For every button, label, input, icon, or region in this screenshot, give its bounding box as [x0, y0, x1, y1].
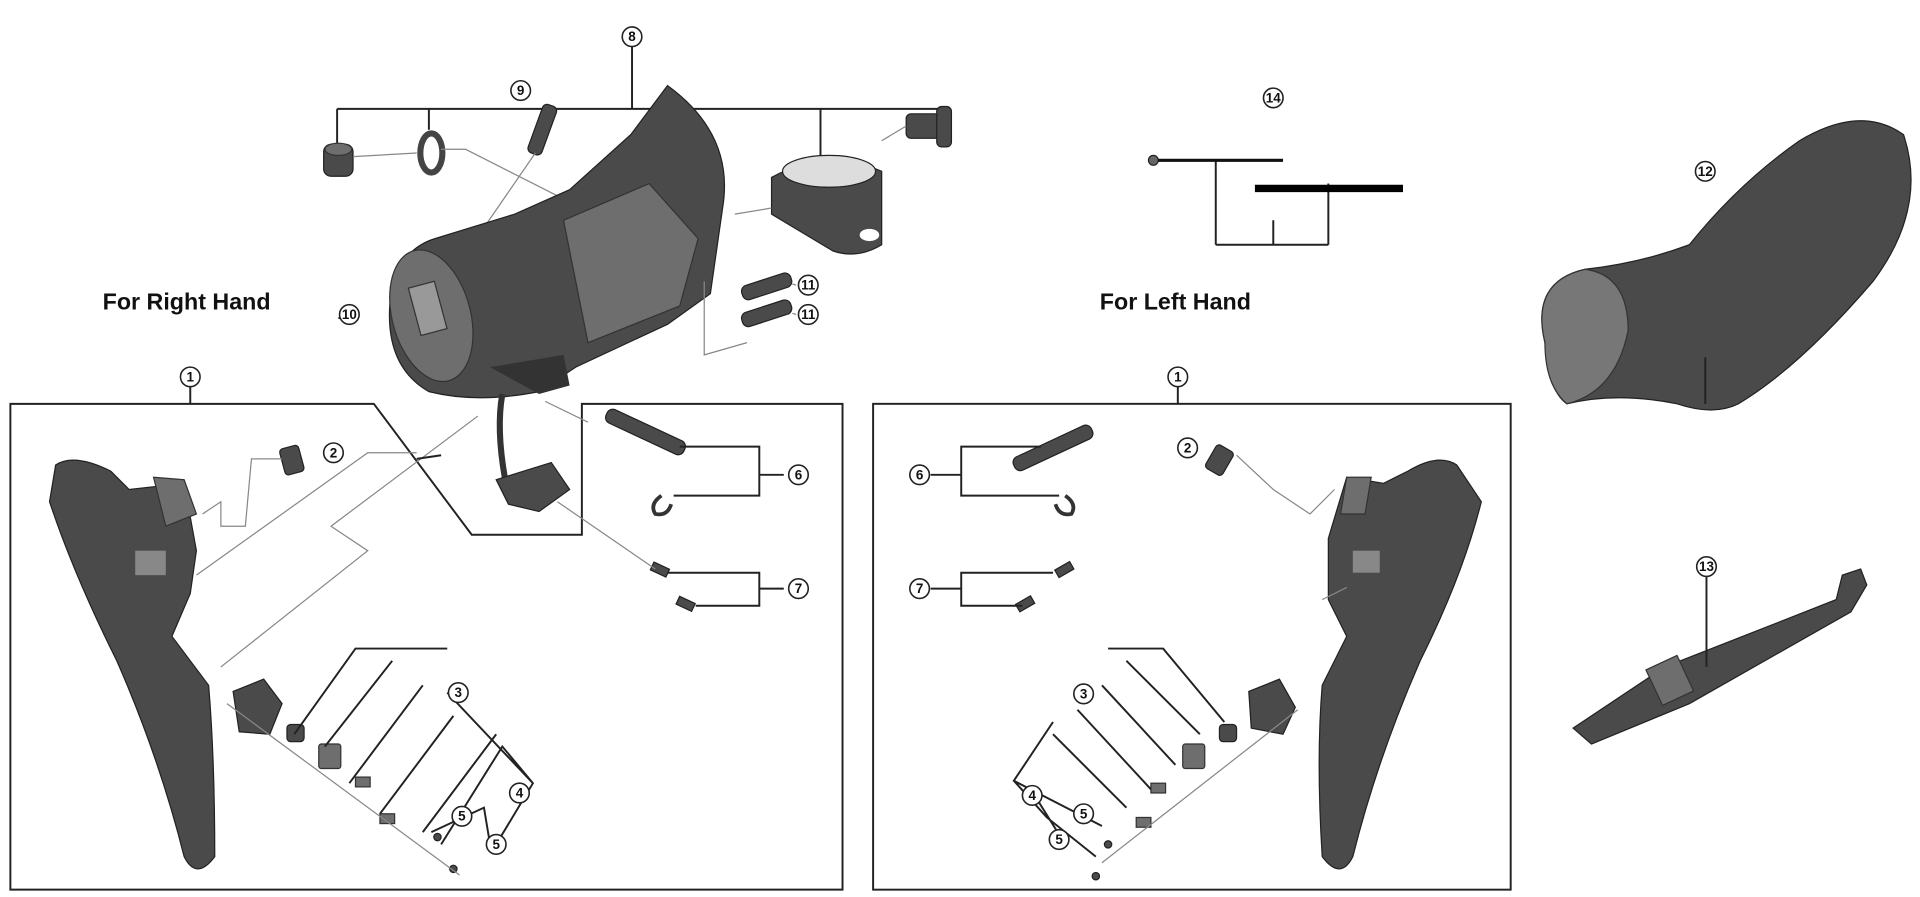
bolt-part-9: [527, 103, 558, 156]
svg-text:2: 2: [1184, 440, 1191, 455]
callout-7-left: 7: [909, 578, 931, 600]
washer: [417, 130, 446, 176]
pin-part-6-right: [604, 408, 687, 456]
right-brake-lever: [48, 459, 216, 870]
callout-11a: 11: [797, 274, 819, 296]
callout-1-right-hand: 1: [179, 366, 201, 388]
svg-text:8: 8: [628, 29, 636, 44]
svg-text:11: 11: [801, 278, 816, 293]
callout-4-left: 4: [1021, 784, 1043, 807]
callout-3-right: 3: [447, 682, 469, 704]
callout-9: 9: [510, 79, 532, 102]
right-lever-internals: [232, 444, 458, 874]
left-hand-lever-box: [872, 402, 1512, 891]
callout-6-right: 6: [787, 464, 810, 486]
callout-12: 12: [1694, 160, 1716, 182]
svg-text:5: 5: [1080, 806, 1088, 821]
end-cap-bolt: [323, 142, 354, 177]
callout-10: 10: [338, 303, 360, 326]
svg-text:3: 3: [455, 685, 462, 700]
shifter-bracket-body: [388, 84, 726, 399]
right-hand-label: For Right Hand: [103, 289, 271, 315]
svg-text:4: 4: [1028, 788, 1036, 803]
hood-cover: [1541, 120, 1912, 411]
switch-cable: [496, 393, 508, 478]
clamp-bolt: [905, 105, 953, 148]
callout-4-right: 4: [508, 782, 531, 804]
left-hand-label: For Left Hand: [1100, 289, 1251, 315]
callout-5a-left: 5: [1073, 803, 1095, 825]
svg-text:1: 1: [1174, 369, 1182, 384]
svg-text:13: 13: [1699, 559, 1714, 574]
callout-6-left: 6: [909, 464, 931, 486]
svg-text:5: 5: [458, 809, 466, 824]
screw-7a-right: [649, 561, 671, 578]
callout-2-left: 2: [1177, 437, 1199, 459]
svg-text:6: 6: [795, 467, 802, 482]
switch-unit: [495, 461, 571, 513]
pins-part-11: [703, 272, 797, 356]
svg-text:6: 6: [916, 467, 923, 482]
callout-1-left-hand: 1: [1167, 366, 1189, 388]
screw-7b-left: [1014, 595, 1036, 613]
callout-11b: 11: [797, 303, 819, 326]
right-hand-lever-box: [9, 402, 844, 891]
handlebar-clamp-band: [770, 154, 883, 255]
pin-part-6-left: [1012, 424, 1094, 472]
tool-part-13: [1572, 568, 1868, 745]
svg-text:1: 1: [187, 369, 195, 384]
callout-14: 14: [1262, 87, 1284, 109]
left-lever-internals: [1091, 444, 1296, 881]
e-clip-right: [651, 494, 673, 517]
svg-text:14: 14: [1266, 90, 1281, 105]
screw-7a-left: [1053, 560, 1075, 579]
left-brake-lever: [1318, 459, 1482, 870]
svg-text:2: 2: [330, 445, 337, 460]
callout-8-bracket: [336, 46, 950, 160]
callout-5b-left: 5: [1048, 828, 1070, 851]
shift-cable-inner: [1147, 154, 1284, 166]
callout-5a-right: 5: [451, 805, 473, 827]
svg-text:12: 12: [1698, 164, 1713, 179]
svg-text:10: 10: [342, 307, 357, 322]
svg-text:9: 9: [517, 83, 524, 98]
svg-text:3: 3: [1080, 686, 1087, 701]
callout-7-right: 7: [787, 578, 810, 600]
callout-8: 8: [621, 26, 643, 48]
callout-5b-right: 5: [485, 833, 507, 855]
callout-13: 13: [1695, 556, 1718, 578]
svg-text:7: 7: [916, 581, 923, 596]
svg-text:7: 7: [795, 581, 802, 596]
svg-text:11: 11: [801, 307, 816, 322]
screw-7b-right: [675, 595, 697, 613]
e-clip-left: [1053, 494, 1076, 517]
svg-text:5: 5: [492, 837, 500, 852]
callout-3-left: 3: [1073, 683, 1095, 705]
callout-2-right: 2: [322, 442, 345, 464]
svg-text:5: 5: [1055, 832, 1063, 847]
svg-text:4: 4: [516, 785, 524, 800]
